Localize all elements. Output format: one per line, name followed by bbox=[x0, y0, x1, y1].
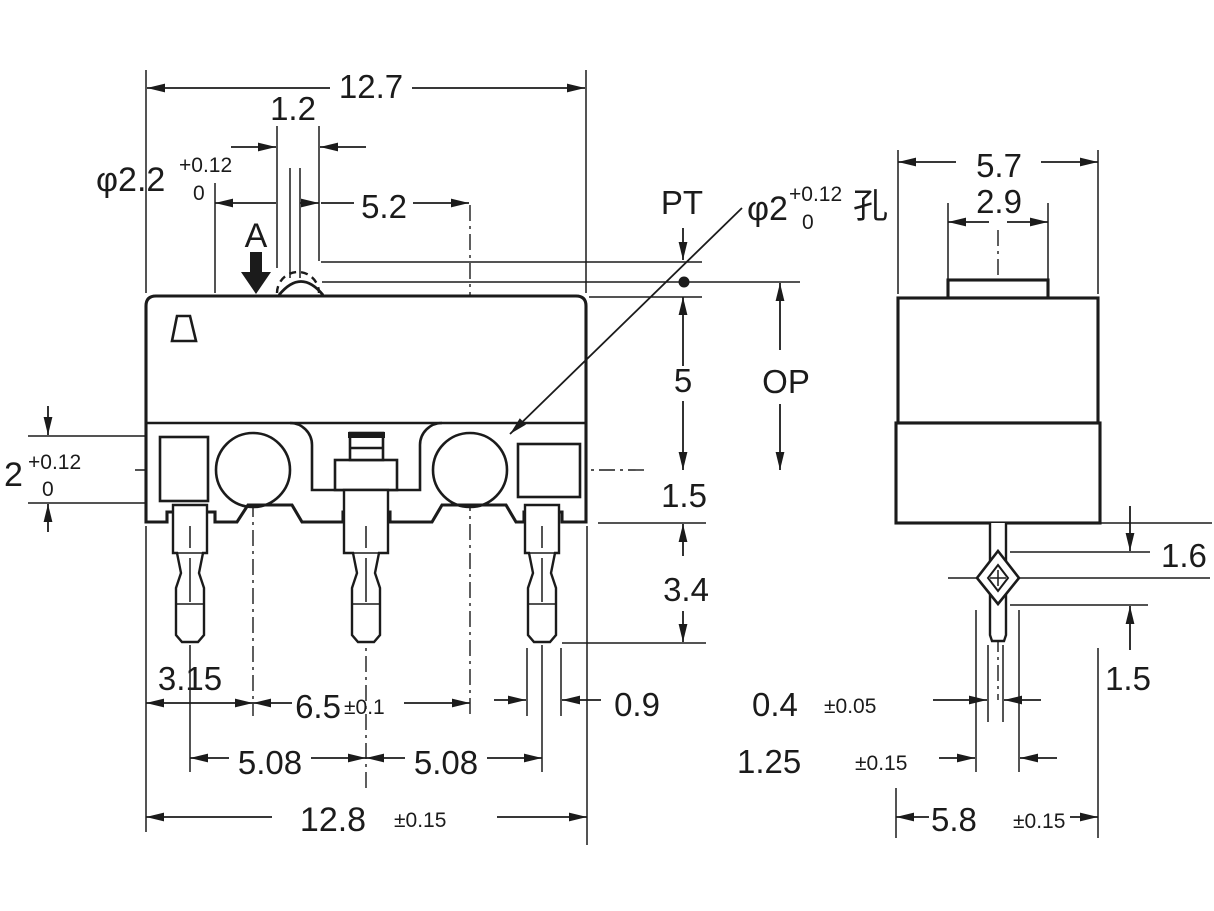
dim-label-1-5-front: 1.5 bbox=[661, 477, 707, 514]
section-label-a: A bbox=[245, 217, 268, 255]
section-arrow-a bbox=[241, 252, 271, 294]
dim-label-5-7: 5.7 bbox=[976, 147, 1022, 184]
dim-5-2: 5.2 bbox=[215, 188, 469, 225]
side-body-upper bbox=[896, 296, 1100, 425]
dim-label-0-4-tol: ±0.05 bbox=[824, 695, 876, 718]
mounting-hole-left bbox=[214, 431, 292, 509]
pt-reference-dot bbox=[678, 276, 690, 288]
side-view: 5.7 2.9 1.6 1.5 0.4 ±0.05 1.25 ±0.15 bbox=[737, 147, 1212, 838]
dim-slot-height-2: 2 +0.12 0 bbox=[4, 406, 81, 532]
terminal-common bbox=[342, 488, 390, 644]
dim-pin-pitch-right: 5.08 bbox=[366, 744, 542, 781]
side-button bbox=[946, 278, 1050, 300]
dim-button-width-2-9: 2.9 bbox=[948, 183, 1048, 227]
switch-body-outline bbox=[144, 294, 588, 524]
dim-label-plunger-dia-tol-up: +0.12 bbox=[179, 154, 232, 177]
hole-diameter-callout: φ2 +0.12 0 孔 bbox=[509, 183, 888, 435]
dim-center-to-base-1-5: 1.5 bbox=[661, 477, 707, 556]
dim-terminal-length-3-4: 3.4 bbox=[663, 571, 709, 642]
dim-plunger-width: 1.2 bbox=[231, 90, 366, 152]
side-terminal bbox=[975, 523, 1021, 643]
dim-label-5-8-tol: ±0.15 bbox=[1013, 810, 1065, 833]
dim-overall-width-12-8: 12.8 ±0.15 bbox=[146, 801, 587, 839]
rect-hole-right bbox=[516, 442, 582, 499]
dim-top-to-center-5: 5 bbox=[674, 297, 692, 470]
dim-base-width-5-8: 5.8 ±0.15 bbox=[896, 801, 1098, 838]
dim-label-op: OP bbox=[762, 363, 810, 400]
dim-edge-to-hole-3-15: 3.15 bbox=[146, 660, 253, 708]
mounting-hole-right bbox=[431, 431, 509, 509]
dim-label-hole-suffix: 孔 bbox=[853, 187, 888, 226]
dim-label-hole-dia: φ2 bbox=[747, 190, 788, 228]
dim-label-slot-tol-up: +0.12 bbox=[28, 451, 81, 474]
dim-label-pt: PT bbox=[661, 184, 703, 221]
plunger bbox=[275, 270, 325, 296]
terminal-left bbox=[171, 503, 209, 644]
dim-label-hole-dia-tol-up: +0.12 bbox=[789, 183, 842, 206]
dim-label-plunger-dia-tol-dn: 0 bbox=[193, 182, 205, 205]
dim-anchor-1-6: 1.6 bbox=[1125, 506, 1207, 574]
dim-label-12-7: 12.7 bbox=[339, 68, 403, 105]
front-view: 12.7 1.2 φ2.2 +0.12 0 5.2 A PT bbox=[4, 68, 888, 845]
polarity-mark bbox=[170, 314, 198, 343]
dim-label-2-9: 2.9 bbox=[976, 183, 1022, 220]
dim-anchor-1-5: 1.5 bbox=[1105, 606, 1151, 697]
dim-label-5-8: 5.8 bbox=[931, 801, 977, 838]
dim-label-5-2: 5.2 bbox=[361, 188, 407, 225]
dim-label-0-9: 0.9 bbox=[614, 686, 660, 723]
anchor-diamond-inner bbox=[986, 563, 1010, 593]
dim-label-12-8-tol: ±0.15 bbox=[394, 809, 446, 832]
dim-side-width-5-7: 5.7 bbox=[898, 147, 1098, 184]
dim-hole-spacing-6-5: 6.5 ±0.1 bbox=[253, 688, 470, 725]
dim-pin-pitch-left: 5.08 bbox=[190, 744, 366, 781]
dim-plunger-diameter: φ2.2 +0.12 0 bbox=[96, 154, 232, 205]
dim-terminal-width-0-9: 0.9 bbox=[494, 686, 660, 723]
dim-anchor-width-1-25: 1.25 ±0.15 bbox=[737, 743, 1057, 780]
side-body-lower bbox=[894, 421, 1102, 525]
dim-label-5-08-right: 5.08 bbox=[414, 744, 478, 781]
dim-label-6-5: 6.5 bbox=[295, 688, 341, 725]
dim-label-5: 5 bbox=[674, 362, 692, 399]
square-hole bbox=[158, 435, 210, 503]
dim-label-slot-tol-dn: 0 bbox=[42, 478, 54, 501]
dim-label-3-15: 3.15 bbox=[158, 660, 222, 697]
dim-label-plunger-dia: φ2.2 bbox=[96, 161, 165, 199]
dim-label-12-8: 12.8 bbox=[300, 801, 366, 839]
dim-operating-position: OP bbox=[762, 283, 810, 470]
dim-label-1-25-tol: ±0.15 bbox=[855, 752, 907, 775]
dim-label-1-25: 1.25 bbox=[737, 743, 801, 780]
dim-label-6-5-tol: ±0.1 bbox=[344, 696, 385, 719]
dim-label-3-4: 3.4 bbox=[663, 571, 709, 608]
dim-pin-thickness-0-4: 0.4 ±0.05 bbox=[752, 686, 1041, 723]
dim-label-slot-2: 2 bbox=[4, 456, 23, 494]
terminal-right bbox=[523, 503, 561, 644]
dim-label-0-4: 0.4 bbox=[752, 686, 798, 723]
section-marker-a: A bbox=[241, 217, 271, 294]
dim-label-1-5-side: 1.5 bbox=[1105, 660, 1151, 697]
dim-label-1-2: 1.2 bbox=[270, 90, 316, 127]
dim-label-5-08-left: 5.08 bbox=[238, 744, 302, 781]
dim-pretravel: PT bbox=[661, 184, 703, 288]
front-extension-lines bbox=[28, 70, 800, 845]
dim-front-width-top: 12.7 bbox=[147, 68, 585, 105]
dim-label-1-6: 1.6 bbox=[1161, 537, 1207, 574]
dim-label-hole-dia-tol-dn: 0 bbox=[802, 211, 814, 234]
side-body bbox=[894, 278, 1102, 525]
